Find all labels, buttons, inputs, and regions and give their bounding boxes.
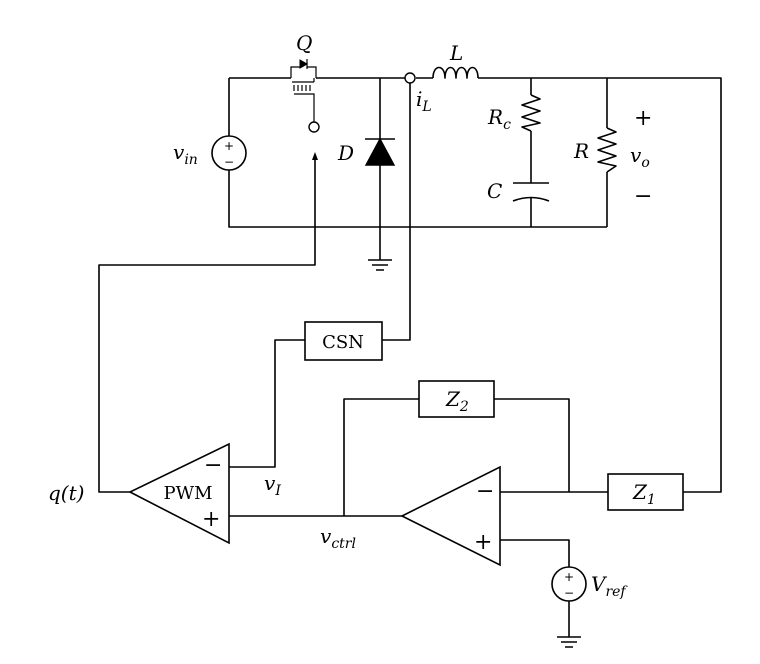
q-label: q(t) <box>48 481 84 505</box>
top-rail-right-feedback <box>478 77 722 493</box>
opamp-plus-to-vref <box>500 539 570 567</box>
switch-label: Q <box>296 31 312 55</box>
vin-plus-sign: + <box>224 139 234 153</box>
error-amplifier <box>400 465 501 567</box>
csn-to-pwm-wire <box>229 339 305 468</box>
opamp-minus-sign: − <box>476 479 494 504</box>
pwm-minus-sign: − <box>204 453 222 478</box>
csn-label: CSN <box>322 332 364 353</box>
power-stage-wires <box>228 77 722 493</box>
z2-label: Z2 <box>445 387 469 415</box>
vin-source: + − <box>211 135 247 171</box>
esr-label: Rc <box>487 105 511 133</box>
gate-arrow <box>312 152 318 160</box>
pwm-comparator <box>128 442 230 545</box>
load-label: R <box>573 139 589 163</box>
gate-drive-wire <box>98 158 316 493</box>
z1-label: Z1 <box>632 480 656 508</box>
pwm-plus-sign: + <box>202 507 220 532</box>
ground-diode <box>368 259 392 271</box>
resistor-load <box>597 127 617 173</box>
opamp-plus-sign: + <box>474 530 492 555</box>
diode-label: D <box>337 141 354 165</box>
z2-block <box>418 380 495 418</box>
vref-minus-sign: − <box>564 586 574 600</box>
inductor-coil <box>432 66 479 79</box>
control-wires <box>98 158 608 637</box>
vout-minus: − <box>634 184 652 209</box>
inductor-label: L <box>449 41 463 65</box>
ground-vref <box>557 636 581 648</box>
pwm-label: PWM <box>163 483 212 504</box>
vin-minus-sign: − <box>224 155 234 169</box>
resistor-rc <box>521 94 541 132</box>
inductor-current-probe <box>404 72 416 84</box>
vout-label: vo <box>630 143 650 171</box>
vin-label: vin <box>173 140 198 168</box>
vref-plus-sign: + <box>564 570 574 584</box>
diode-d <box>364 137 396 166</box>
capacitor-label: C <box>487 179 502 203</box>
inductor-current-label: iL <box>416 87 432 115</box>
z1-block <box>607 473 684 511</box>
current-sense-wire <box>382 83 411 341</box>
vi-label: vI <box>264 471 281 499</box>
z2-right-wire <box>494 398 570 492</box>
csn-block <box>304 321 383 361</box>
vref-label: Vref <box>591 572 628 600</box>
switch-gate-terminal <box>308 121 320 133</box>
mosfet-switch-q <box>290 59 320 133</box>
z2-left-wire <box>343 398 419 516</box>
vref-source: + − <box>551 566 587 602</box>
vout-plus: + <box>634 106 652 131</box>
capacitor-c <box>512 182 550 202</box>
bottom-rail <box>228 170 607 228</box>
vctrl-label: vctrl <box>320 524 356 552</box>
